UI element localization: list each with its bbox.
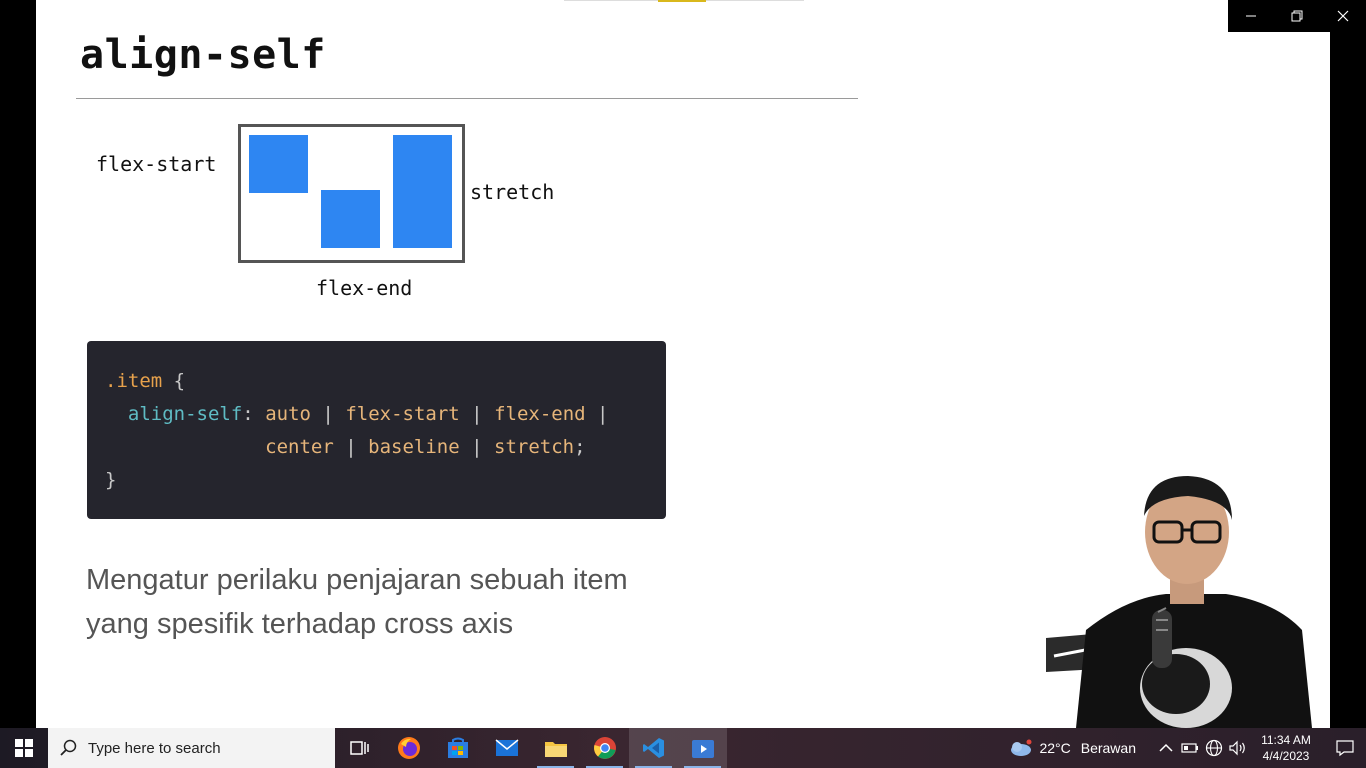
flex-item-stretch (393, 135, 452, 248)
minimize-icon (1246, 15, 1256, 17)
code-property: align-self (127, 403, 243, 425)
code-line-2: align-self: auto | flex-start | flex-end… (105, 398, 666, 431)
running-indicator (586, 766, 623, 768)
taskbar-task-view[interactable] (335, 728, 384, 768)
code-snippet: .item { align-self: auto | flex-start | … (87, 341, 666, 519)
label-flex-start: flex-start (96, 152, 217, 176)
code-separator: | (471, 403, 483, 425)
running-indicator (537, 766, 574, 768)
chrome-icon (593, 737, 616, 759)
code-terminator: ; (574, 436, 586, 458)
code-value: baseline (368, 436, 460, 458)
globe-icon (1205, 739, 1223, 757)
search-placeholder: Type here to search (88, 739, 221, 757)
weather-condition: Berawan (1080, 740, 1136, 756)
close-button[interactable] (1320, 0, 1366, 32)
code-line-1: .item { (105, 365, 666, 398)
code-line-3: center | baseline | stretch; (105, 431, 666, 464)
volume-control[interactable] (1226, 740, 1250, 756)
code-open-brace: { (173, 370, 186, 392)
taskbar-file-explorer[interactable] (531, 728, 580, 768)
code-line-4: } (105, 464, 666, 497)
taskbar-firefox[interactable] (384, 728, 433, 768)
media-player-icon (691, 740, 714, 758)
code-value: stretch (494, 436, 575, 458)
slide-title: align-self (80, 32, 326, 78)
vscode-icon (642, 738, 664, 758)
code-separator: | (322, 403, 334, 425)
taskbar-chrome[interactable] (580, 728, 629, 768)
close-icon (1337, 10, 1349, 22)
show-hidden-icons-button[interactable] (1154, 743, 1178, 753)
taskbar-mail[interactable] (482, 728, 531, 768)
taskbar-search-box[interactable]: Type here to search (48, 728, 335, 768)
restore-button[interactable] (1274, 0, 1320, 32)
clock-date: 4/4/2023 (1262, 749, 1310, 763)
battery-status[interactable] (1178, 742, 1202, 754)
window-controls (1228, 0, 1366, 32)
restore-icon (1291, 10, 1303, 22)
task-view-icon (349, 741, 369, 755)
taskbar-store[interactable] (433, 728, 482, 768)
top-strip-accent (658, 0, 706, 2)
microsoft-store-icon (447, 737, 468, 758)
code-separator: | (471, 436, 483, 458)
code-value: flex-start (345, 403, 460, 425)
label-flex-end: flex-end (316, 276, 413, 300)
weather-widget[interactable]: 22°C Berawan (1007, 739, 1136, 757)
mail-icon (495, 739, 518, 756)
action-center-button[interactable] (1324, 728, 1366, 768)
flex-item-start (249, 135, 308, 193)
speaker-icon (1229, 740, 1245, 756)
chevron-up-icon (1159, 743, 1173, 752)
code-separator: | (597, 403, 609, 425)
label-stretch: stretch (470, 180, 555, 204)
flex-container-demo (238, 124, 465, 263)
taskbar-clock[interactable]: 11:34 AM 4/4/2023 (1256, 732, 1316, 764)
running-indicator (684, 766, 721, 768)
cloud-icon (1011, 739, 1032, 756)
file-explorer-icon (544, 742, 567, 757)
search-icon (60, 739, 77, 756)
description-line-2: yang spesifik terhadap cross axis (86, 608, 514, 640)
notification-icon (1336, 740, 1354, 757)
minimize-button[interactable] (1228, 0, 1274, 32)
taskbar-media-player[interactable] (678, 728, 727, 768)
description-line-1: Mengatur perilaku penjajaran sebuah item (86, 564, 628, 596)
code-separator: | (345, 436, 357, 458)
code-value: flex-end (494, 403, 586, 425)
running-indicator (635, 766, 672, 768)
windows-logo-icon (15, 739, 33, 757)
firefox-icon (397, 737, 420, 759)
taskbar-vscode[interactable] (629, 728, 678, 768)
weather-temperature: 22°C (1039, 740, 1071, 756)
code-close-brace: } (105, 469, 117, 491)
start-button[interactable] (0, 728, 48, 768)
clock-time: 11:34 AM (1261, 733, 1311, 747)
flex-item-end (321, 190, 380, 248)
code-value: auto (265, 403, 311, 425)
presenter-webcam-overlay (1046, 476, 1312, 728)
code-selector: .item (105, 370, 163, 392)
code-value: center (265, 436, 334, 458)
slide-description: Mengatur perilaku penjajaran sebuah item… (86, 558, 686, 646)
battery-icon (1181, 743, 1198, 753)
title-divider (76, 98, 858, 99)
network-status[interactable] (1202, 739, 1226, 757)
code-colon: : (242, 403, 254, 425)
presentation-slide: align-self flex-start stretch flex-end .… (36, 0, 1330, 728)
system-tray: 22°C Berawan 11:34 AM 4/4/2023 (1007, 728, 1366, 768)
windows-taskbar: Type here to search 22°C Berawan (0, 728, 1366, 768)
